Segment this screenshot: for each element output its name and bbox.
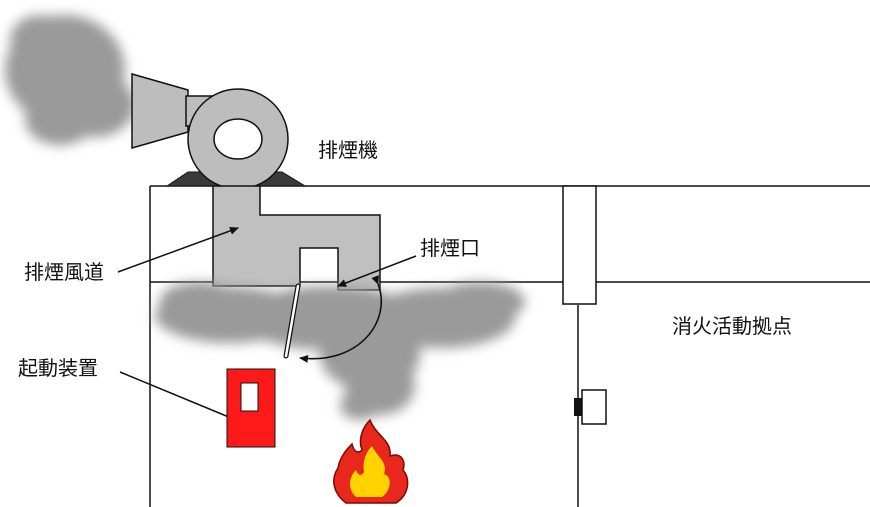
damper-swing-arrow bbox=[299, 275, 383, 363]
label-exhaust-duct: 排煙風道 bbox=[24, 260, 104, 284]
label-firefighting-base: 消火活動拠点 bbox=[672, 314, 792, 338]
label-activation-device: 起動装置 bbox=[18, 356, 98, 380]
fire-icon bbox=[333, 418, 409, 504]
wall-device bbox=[574, 389, 607, 425]
exhaust-fan-icon bbox=[131, 73, 289, 190]
label-exhaust-outlet: 排煙口 bbox=[420, 236, 480, 260]
leader-lines bbox=[117, 226, 417, 421]
ceiling-smoke-cloud-icon bbox=[155, 282, 525, 420]
vertical-shaft bbox=[562, 185, 597, 305]
activation-device bbox=[226, 368, 276, 448]
exhaust-duct bbox=[212, 185, 381, 291]
fan-smoke-cloud-icon bbox=[5, 15, 135, 145]
label-exhaust-fan: 排煙機 bbox=[318, 138, 378, 162]
